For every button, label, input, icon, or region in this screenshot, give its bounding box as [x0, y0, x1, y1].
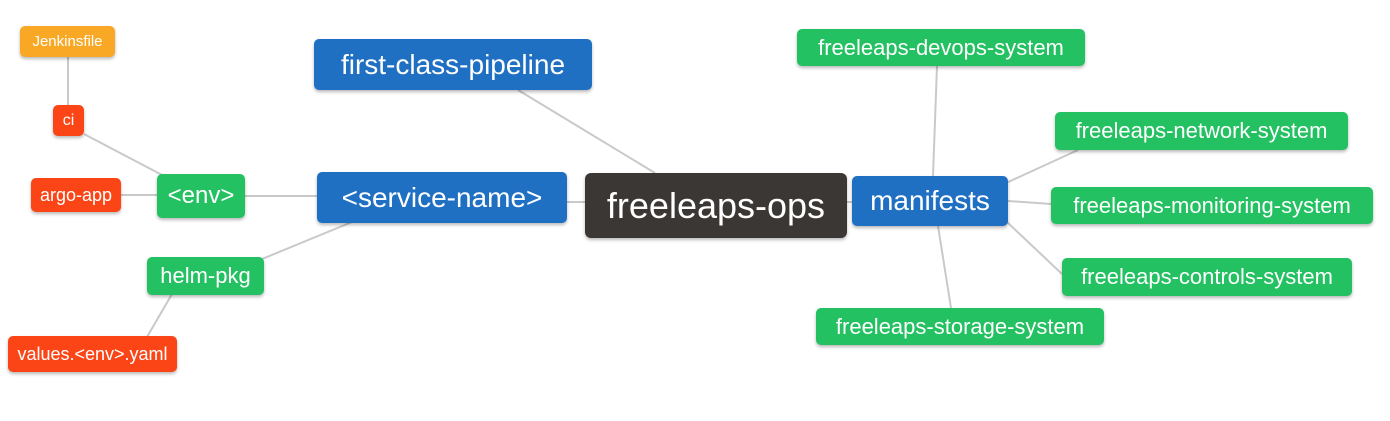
node-jenkinsfile[interactable]: Jenkinsfile: [20, 26, 115, 57]
node-freeleaps-ops-root[interactable]: freeleaps-ops: [585, 173, 847, 238]
edge-helm-pkg-values: [146, 293, 173, 338]
node-manifests[interactable]: manifests: [852, 176, 1008, 226]
node-env[interactable]: <env>: [157, 174, 245, 218]
node-service-name[interactable]: <service-name>: [317, 172, 567, 223]
node-argo-app[interactable]: argo-app: [31, 178, 121, 212]
node-freeleaps-devops-system[interactable]: freeleaps-devops-system: [797, 29, 1085, 66]
edge-ops-first-class-pipeline: [517, 89, 656, 174]
edge-manifests-controls: [1006, 221, 1063, 275]
node-freeleaps-network-system[interactable]: freeleaps-network-system: [1055, 112, 1348, 150]
node-freeleaps-storage-system[interactable]: freeleaps-storage-system: [816, 308, 1104, 345]
edge-manifests-monitoring: [1007, 200, 1052, 205]
node-values-env-yaml[interactable]: values.<env>.yaml: [8, 336, 177, 372]
node-freeleaps-monitoring-system[interactable]: freeleaps-monitoring-system: [1051, 187, 1373, 224]
node-helm-pkg[interactable]: helm-pkg: [147, 257, 264, 295]
node-ci[interactable]: ci: [53, 105, 84, 136]
edge-manifests-devops: [932, 65, 938, 177]
node-freeleaps-controls-system[interactable]: freeleaps-controls-system: [1062, 258, 1352, 296]
edge-manifests-network: [1005, 149, 1079, 184]
edge-env-ci: [83, 133, 165, 177]
edge-service-name-helm-pkg: [261, 221, 353, 260]
edge-manifests-storage: [937, 225, 952, 309]
node-first-class-pipeline[interactable]: first-class-pipeline: [314, 39, 592, 90]
